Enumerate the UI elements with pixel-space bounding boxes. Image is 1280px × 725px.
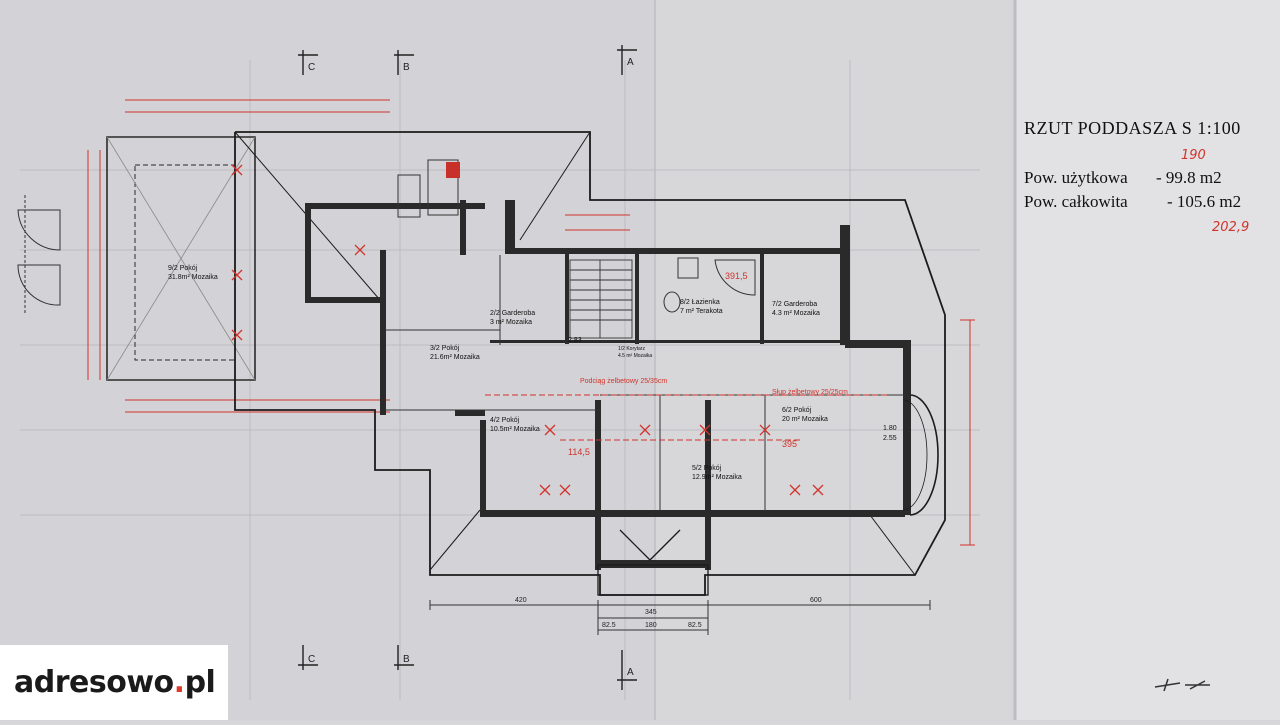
column-markers — [231, 164, 824, 496]
room-area: 12.9m² — [692, 474, 714, 481]
dimension-lines-red — [87, 99, 390, 413]
room-id-name: 1/2 Korytarz — [618, 346, 645, 352]
dim-82-5-right: 82.5 — [688, 622, 702, 629]
legend-block: RZUT PODDASZA S 1:100 Pow. użytkowa - 99… — [1024, 118, 1241, 211]
red-annotations: Podciąg żelbetowy 25/35cm Słup żelbetowy… — [568, 271, 848, 457]
dim-1-80: 1.80 — [883, 425, 897, 432]
handwritten-note-bottom: 202,9 — [1212, 220, 1250, 235]
room-area: 10.5m² — [490, 426, 512, 433]
dim-391-5: 391,5 — [725, 271, 748, 281]
room-label: 9/2 Pokój 31.8m² Mozaika — [168, 265, 218, 281]
section-a-bottom: A — [627, 667, 634, 678]
room-label: 8/2 Łazienka 7 m² Terakota — [680, 299, 723, 315]
section-markers — [298, 45, 637, 690]
room-floor: Mozaika — [506, 319, 532, 326]
room-label: 3/2 Pokój 21.6m² Mozaika — [430, 345, 480, 361]
svg-text:3 m² Mozaika: 3 m² Mozaika — [490, 319, 532, 326]
left-wing-outline — [106, 136, 256, 381]
misc-dimensions: 2.83 1.80 2.55 — [568, 337, 897, 442]
bottom-dimension-lines — [429, 600, 931, 635]
section-a-top: A — [627, 57, 634, 68]
walls — [305, 200, 911, 570]
room-floor: Mozaika — [192, 274, 218, 281]
svg-text:31.8m² Mozaika: 31.8m² Mozaika — [168, 274, 218, 281]
entrance-porch — [597, 529, 709, 596]
dim-345: 345 — [645, 609, 657, 616]
room-labels: 9/2 Pokój 31.8m² Mozaika 2/2 Garderoba 3 m… — [168, 265, 828, 481]
dim-82-5-left: 82.5 — [602, 622, 616, 629]
drawing-title: RZUT PODDASZA S 1:100 — [1024, 118, 1241, 138]
room-floor: Mozaika — [454, 354, 480, 361]
room-label: 5/2 Pokój 12.9m² Mozaika — [692, 465, 742, 481]
signature-mark — [1154, 678, 1210, 692]
bathroom-fixtures — [663, 257, 756, 313]
room-area: 7 m² — [680, 308, 695, 315]
svg-text:4.3 m² Mozaika: 4.3 m² Mozaika — [772, 310, 820, 317]
room-id-name: 2/2 Garderoba — [490, 310, 535, 317]
room-id-name: 5/2 Pokój — [692, 465, 722, 472]
area-usable-value: - 99.8 m2 — [1156, 168, 1222, 187]
room-label: 2/2 Garderoba 3 m² Mozaika — [490, 310, 535, 326]
room-area: 3 m² — [490, 319, 505, 326]
paper-left-panel — [0, 0, 655, 720]
dim-114-5: 114,5 — [568, 447, 590, 457]
room-area: 31.8m² — [168, 274, 190, 281]
room-label: 6/2 Pokój 20 m² Mozaika — [782, 407, 828, 423]
section-b-top: B — [403, 62, 410, 73]
column-annotation: Słup żelbetowy 25/25cm — [772, 389, 848, 396]
staircase — [569, 259, 633, 339]
room-floor: Mozaika — [514, 426, 540, 433]
dim-420: 420 — [515, 597, 527, 604]
room-area: 21.6m² — [430, 354, 452, 361]
dim-180: 180 — [645, 622, 657, 629]
bay-window — [902, 394, 939, 516]
beam-annotation: Podciąg żelbetowy 25/35cm — [580, 378, 667, 385]
room-id-name: 6/2 Pokój — [782, 407, 812, 414]
watermark-logo[interactable]: adresowo.pl — [0, 645, 228, 720]
room-id-name: 9/2 Pokój — [168, 265, 198, 272]
svg-text:21.6m² Mozaika: 21.6m² Mozaika — [430, 354, 480, 361]
dim-600: 600 — [810, 597, 822, 604]
chimney — [446, 162, 460, 178]
svg-text:12.9m² Mozaika: 12.9m² Mozaika — [692, 474, 742, 481]
room-id-name: 8/2 Łazienka — [680, 299, 720, 306]
dim-2-83: 2.83 — [568, 337, 582, 344]
dim-2-55: 2.55 — [883, 435, 897, 442]
dim-395: 395 — [782, 439, 797, 449]
area-usable-label: Pow. użytkowa — [1024, 168, 1128, 187]
room-floor: Mozaika — [794, 310, 820, 317]
logo-text: adresowo.pl — [14, 665, 216, 700]
room-label: 7/2 Garderoba 4.3 m² Mozaika — [772, 301, 820, 317]
room-floor: Terakota — [696, 308, 723, 315]
handwritten-note-top: 190 — [1181, 148, 1206, 163]
svg-text:10.5m² Mozaika: 10.5m² Mozaika — [490, 426, 540, 433]
room-area: 20 m² — [782, 416, 801, 423]
room-floor: Mozaika — [634, 353, 653, 359]
window-detail — [17, 195, 61, 315]
bottom-dimension-texts: 420 345 600 82.5 180 82.5 — [515, 597, 822, 629]
section-c-top: C — [308, 62, 315, 73]
room-id-name: 3/2 Pokój — [430, 345, 460, 352]
room-floor: Mozaika — [716, 474, 742, 481]
area-total-value: - 105.6 m2 — [1167, 192, 1242, 211]
section-letters: C B A C B A — [308, 57, 634, 678]
svg-text:7 m² Terakota: 7 m² Terakota — [680, 308, 723, 315]
svg-text:20 m² Mozaika: 20 m² Mozaika — [782, 416, 828, 423]
room-label: 4/2 Pokój 10.5m² Mozaika — [490, 417, 540, 433]
section-c-bottom: C — [308, 654, 315, 665]
paper-right-panel — [1015, 0, 1280, 720]
room-area: 4.5 m² — [618, 353, 633, 359]
room-id-name: 7/2 Garderoba — [772, 301, 817, 308]
svg-text:4.5 m² Mozaika: 4.5 m² Mozaika — [618, 353, 652, 359]
beam-lines — [485, 214, 975, 546]
section-b-bottom: B — [403, 654, 410, 665]
room-id-name: 4/2 Pokój — [490, 417, 520, 424]
area-total-label: Pow. całkowita — [1024, 192, 1128, 211]
room-floor: Mozaika — [802, 416, 828, 423]
room-area: 4.3 m² — [772, 310, 793, 317]
